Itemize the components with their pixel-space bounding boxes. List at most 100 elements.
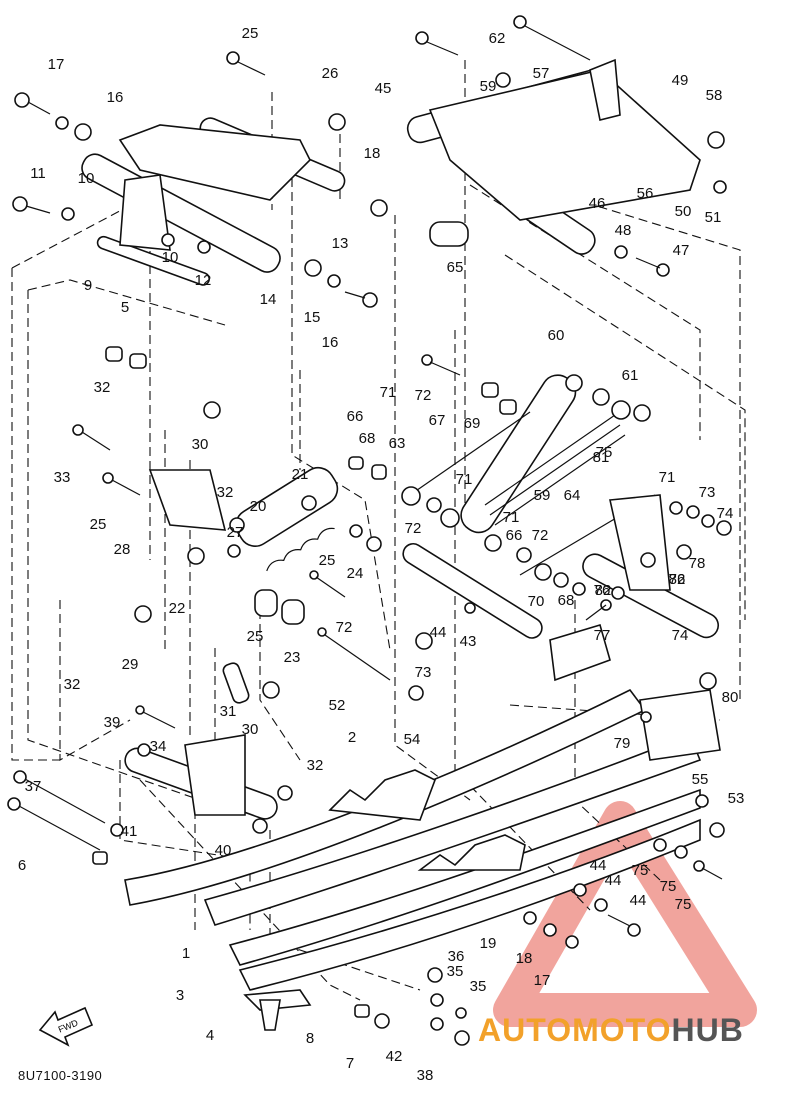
- callout-34: 34: [150, 738, 167, 755]
- callout-71: 71: [503, 509, 520, 526]
- callout-10: 10: [78, 170, 95, 187]
- callout-45: 45: [375, 80, 392, 97]
- callout-52: 52: [329, 697, 346, 714]
- callout-55: 55: [692, 771, 709, 788]
- callout-51: 51: [705, 209, 722, 226]
- callout-75: 75: [675, 896, 692, 913]
- callout-43: 43: [460, 633, 477, 650]
- callout-17: 17: [48, 56, 65, 73]
- callout-84: 84: [0, 0, 8, 4]
- callout-1: 1: [182, 945, 190, 962]
- lower-arm-assembly: [124, 469, 720, 820]
- callout-32: 32: [94, 379, 111, 396]
- front-arm-assembly: [406, 58, 701, 255]
- callout-72: 72: [405, 520, 422, 537]
- fasteners: [7, 15, 732, 1046]
- callout-60: 60: [548, 327, 565, 344]
- callout-70: 70: [528, 593, 545, 610]
- callout-32: 32: [64, 676, 81, 693]
- callout-72: 72: [336, 619, 353, 636]
- callout-23: 23: [284, 649, 301, 666]
- callout-74: 74: [672, 627, 689, 644]
- watermark-part1: AUTOMOTO: [478, 1012, 672, 1048]
- callout-67: 67: [429, 412, 446, 429]
- callout-50: 50: [675, 203, 692, 220]
- callout-72: 72: [415, 387, 432, 404]
- callout-80: 80: [722, 689, 739, 706]
- callout-69: 69: [464, 415, 481, 432]
- callout-4: 4: [206, 1027, 214, 1044]
- callout-53: 53: [728, 790, 745, 807]
- callout-40: 40: [215, 842, 232, 859]
- callout-6: 6: [18, 857, 26, 874]
- rear-arm-assembly: [81, 117, 346, 286]
- callout-22: 22: [169, 600, 186, 617]
- callout-66: 66: [506, 527, 523, 544]
- callout-32: 32: [307, 757, 324, 774]
- callout-2: 2: [348, 729, 356, 746]
- callout-21: 21: [292, 466, 309, 483]
- callout-76: 76: [594, 582, 611, 599]
- callout-57: 57: [533, 65, 550, 82]
- callout-73: 73: [699, 484, 716, 501]
- callout-30: 30: [192, 436, 209, 453]
- callout-12: 12: [195, 272, 212, 289]
- watermark-triangle: [493, 801, 757, 1027]
- callout-31: 31: [220, 703, 237, 720]
- callout-83: 83: [0, 0, 8, 4]
- callout-30: 30: [242, 721, 259, 738]
- callout-73: 73: [415, 664, 432, 681]
- callout-44: 44: [590, 857, 607, 874]
- callout-15: 15: [304, 309, 321, 326]
- callout-71: 71: [380, 384, 397, 401]
- callout-82: 82: [669, 571, 686, 588]
- callout-17: 17: [534, 972, 551, 989]
- callout-29: 29: [122, 656, 139, 673]
- callout-8: 8: [306, 1030, 314, 1047]
- catalog-code: 8U7100-3190: [18, 1068, 103, 1083]
- callout-5: 5: [121, 299, 129, 316]
- callout-18: 18: [364, 145, 381, 162]
- callout-39: 39: [104, 714, 121, 731]
- callout-35: 35: [447, 963, 464, 980]
- callout-18: 18: [516, 950, 533, 967]
- callout-11: 11: [30, 165, 46, 182]
- callout-85: 85: [0, 0, 8, 4]
- callout-9: 9: [84, 277, 92, 294]
- callout-48: 48: [615, 222, 632, 239]
- front-shock-absorber: [409, 374, 656, 576]
- callout-25: 25: [90, 516, 107, 533]
- callout-75: 75: [660, 878, 677, 895]
- callout-66: 66: [347, 408, 364, 425]
- callout-24: 24: [347, 565, 364, 582]
- callout-16: 16: [322, 334, 339, 351]
- callout-3: 3: [176, 987, 184, 1004]
- callout-32: 32: [217, 484, 234, 501]
- callout-86: 86: [0, 0, 8, 4]
- watermark-logo: AUTOMOTOHUB: [478, 1012, 744, 1049]
- callout-46: 46: [589, 195, 606, 212]
- callout-72: 72: [532, 527, 549, 544]
- callout-77: 77: [594, 627, 611, 644]
- callout-42: 42: [386, 1048, 403, 1065]
- callout-44: 44: [605, 872, 622, 889]
- watermark-part2: HUB: [671, 1012, 744, 1048]
- callout-82: 82: [595, 582, 612, 599]
- callout-59: 59: [534, 487, 551, 504]
- callout-44: 44: [430, 624, 447, 641]
- callout-65: 65: [447, 259, 464, 276]
- callout-44: 44: [630, 892, 647, 909]
- callout-labels: 1234567891010111213141516161717181819202…: [0, 0, 744, 1084]
- callout-36: 36: [448, 948, 465, 965]
- callout-79: 79: [614, 735, 631, 752]
- callout-74: 74: [717, 505, 734, 522]
- callout-75: 75: [632, 862, 649, 879]
- callout-33: 33: [54, 469, 71, 486]
- callout-41: 41: [121, 823, 138, 840]
- callout-81: 81: [593, 449, 610, 466]
- callout-20: 20: [250, 498, 267, 515]
- callout-68: 68: [359, 430, 376, 447]
- callout-68: 68: [558, 592, 575, 609]
- callout-16: 16: [107, 89, 124, 106]
